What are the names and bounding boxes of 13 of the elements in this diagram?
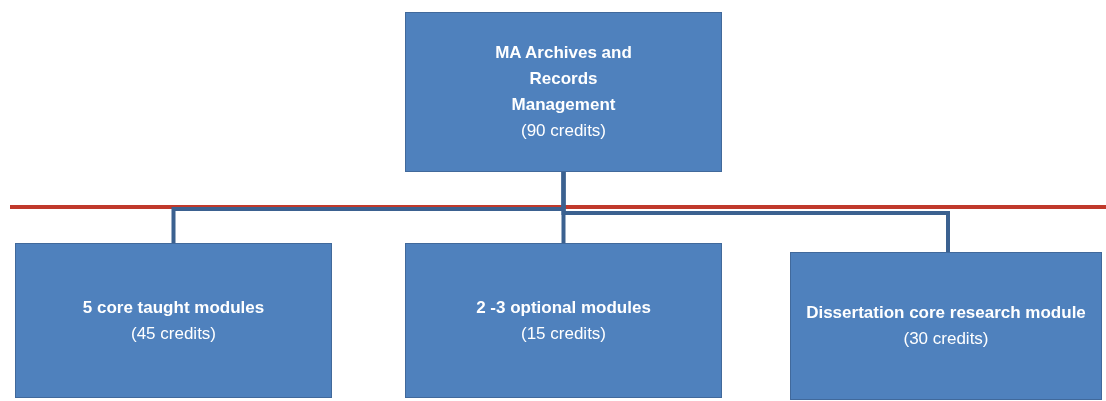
connector-line: [561, 172, 950, 252]
module-title: 5 core taught modules: [82, 296, 265, 319]
module-box: [15, 243, 332, 398]
module-title: MA Archives and Records Management: [494, 42, 633, 116]
credits-text: (15 credits): [521, 322, 606, 345]
credits-text: (30 credits): [903, 328, 989, 350]
module-title: Dissertation core research module: [806, 302, 1086, 324]
credits-text: (90 credits): [521, 120, 606, 142]
module-title: 2 -3 optional modules: [476, 296, 651, 319]
module-box: [405, 12, 722, 172]
credits-text: (45 credits): [131, 322, 216, 345]
module-box: [790, 252, 1102, 400]
module-box: [405, 243, 722, 398]
